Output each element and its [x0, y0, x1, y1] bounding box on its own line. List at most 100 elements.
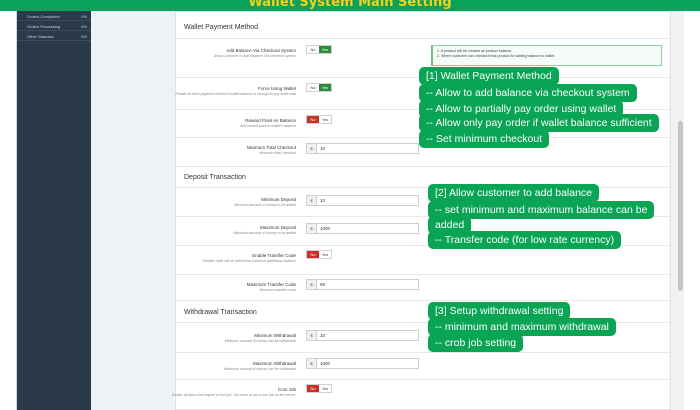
sidebar-item-other-statuses[interactable]: Other Statuses 0%: [17, 32, 91, 41]
min-withdrawal-label-group: Minimum Withdrawal Minimum amount of mon…: [146, 333, 296, 343]
sidebar-item-label: Orders Completed: [27, 13, 60, 19]
transfer-code-toggle[interactable]: No Yes: [306, 250, 332, 259]
field-description: Maximum transfer code: [259, 288, 296, 292]
field-label: Maximum Transfer Code: [246, 282, 296, 287]
callout-wallet-line: -- Set minimum checkout: [419, 130, 550, 148]
force-wallet-label-group: Force Using Wallet Enable all other paym…: [146, 86, 296, 96]
field-label: Enable Transfer Code: [252, 253, 296, 258]
field-description: Minimum amount of money to be added: [234, 203, 296, 207]
toggle-yes[interactable]: Yes: [319, 46, 331, 53]
field-description: Minimum total checkout: [259, 151, 296, 155]
toggle-no[interactable]: No: [307, 84, 319, 91]
min-withdrawal-input[interactable]: $ 10: [306, 330, 419, 341]
divider: [176, 352, 670, 353]
field-label: Minimum Deposit: [261, 197, 296, 202]
divider: [176, 216, 670, 217]
max-transfer-label-group: Maximum Transfer Code Maximum transfer c…: [146, 282, 296, 292]
max-withdrawal-input[interactable]: $ 1000: [306, 358, 419, 369]
input-value[interactable]: 1000: [320, 361, 331, 366]
currency-prefix: $: [307, 280, 317, 289]
callout-withdrawal-line: -- crob job setting: [428, 334, 524, 352]
divider: [176, 166, 670, 167]
divider: [176, 379, 670, 380]
currency-prefix: $: [307, 331, 317, 340]
sidebar-item-orders-processing[interactable]: Orders Processing 0%: [17, 22, 91, 31]
reward-point-label-group: Reward Point As Balance Add reward point…: [146, 118, 296, 128]
divider: [176, 38, 670, 39]
banner-title: Wallet System Main Setting: [248, 0, 452, 10]
min-deposit-label-group: Minimum Deposit Minimum amount of money …: [146, 197, 296, 207]
callout-withdrawal-title: [3] Setup withdrawal setting: [428, 302, 571, 320]
page-scrollbar[interactable]: [677, 11, 684, 410]
field-label: Minimum Withdrawal: [254, 333, 296, 338]
min-deposit-input[interactable]: $ 10: [306, 195, 419, 206]
max-deposit-label-group: Maximum Deposit Maximum amount of money …: [146, 225, 296, 235]
scroll-thumb[interactable]: [678, 121, 683, 291]
sidebar-item-count: 0%: [81, 33, 87, 39]
callout-deposit-line: -- set minimum and maximum balance can b…: [428, 201, 655, 219]
currency-prefix: $: [307, 196, 317, 205]
callout-wallet-line: -- Allow to partially pay order using wa…: [419, 100, 624, 118]
toggle-no[interactable]: No: [307, 251, 319, 258]
callout-deposit-line: -- Transfer code (for low rate currency): [428, 231, 622, 249]
field-label: Minimum Total Checkout: [246, 145, 296, 150]
sidebar-item-label: Other Statuses: [27, 33, 54, 39]
section-title-deposit: Deposit Transaction: [184, 174, 246, 181]
toggle-no[interactable]: No: [307, 46, 319, 53]
currency-prefix: $: [307, 144, 317, 153]
sidebar: Orders Completed 0% Orders Processing 0%…: [17, 11, 91, 410]
field-label: Add Balance Via Checkout System: [226, 48, 296, 53]
section-title-withdrawal: Withdrawal Transaction: [184, 309, 257, 316]
toggle-yes[interactable]: Yes: [319, 385, 331, 392]
divider: [176, 245, 670, 246]
callout-deposit-line: added: [428, 216, 472, 234]
divider: [176, 274, 670, 275]
field-description: Maximum amount of money can be withdrawa…: [223, 367, 296, 371]
input-value[interactable]: 99: [320, 282, 326, 287]
divider: [176, 187, 670, 188]
currency-prefix: $: [307, 359, 317, 368]
max-transfer-input[interactable]: $ 99: [306, 279, 419, 290]
field-description: Add reward point to wallet's balance: [240, 124, 296, 128]
callout-deposit-title: [2] Allow customer to add balance: [428, 184, 600, 202]
divider: [176, 322, 670, 323]
callout-withdrawal-line: -- minimum and maximum withdrawal: [428, 318, 616, 336]
notice-line: 2. Where customer can checkout that prod…: [437, 54, 556, 58]
info-notice: 1. A product will be created as product …: [431, 45, 662, 66]
field-label: Force Using Wallet: [258, 86, 296, 91]
callout-wallet-title: [1] Wallet Payment Method: [419, 67, 559, 85]
field-description: Enable all tasks that require a cron job…: [171, 393, 296, 397]
cron-job-toggle[interactable]: No Yes: [306, 384, 332, 393]
field-label: Maximum Withdrawal: [252, 361, 296, 366]
min-checkout-input[interactable]: $ 10: [306, 143, 419, 154]
field-description: Maximum amount of money to be added: [233, 231, 296, 235]
input-value[interactable]: 10: [320, 198, 326, 203]
max-withdrawal-label-group: Maximum Withdrawal Maximum amount of mon…: [146, 361, 296, 371]
field-description: Transfer code will be hold when customer…: [201, 259, 296, 263]
toggle-no[interactable]: No: [307, 116, 319, 123]
cron-job-label-group: Cron Job Enable all tasks that require a…: [146, 387, 296, 397]
input-value[interactable]: 10: [320, 333, 326, 338]
sidebar-item-label: Orders Processing: [27, 23, 61, 29]
toggle-yes[interactable]: Yes: [319, 116, 331, 123]
sidebar-item-count: 0%: [81, 13, 87, 19]
reward-point-toggle[interactable]: No Yes: [306, 115, 332, 124]
callout-wallet-line: -- Allow only pay order if wallet balanc…: [419, 114, 659, 132]
max-deposit-input[interactable]: $ 1000: [306, 223, 419, 234]
currency-prefix: $: [307, 224, 317, 233]
sidebar-item-orders-completed[interactable]: Orders Completed 0%: [17, 12, 91, 21]
input-value[interactable]: 1000: [320, 226, 331, 231]
min-checkout-label-group: Minimum Total Checkout Minimum total che…: [146, 145, 296, 155]
force-wallet-toggle[interactable]: No Yes: [306, 83, 332, 92]
field-description: Allow Customer to Add Balance Via checko…: [213, 54, 296, 58]
add-balance-toggle[interactable]: No Yes: [306, 45, 332, 54]
sidebar-item-count: 0%: [81, 23, 87, 29]
toggle-yes[interactable]: Yes: [319, 84, 331, 91]
toggle-no[interactable]: No: [307, 385, 319, 392]
input-value[interactable]: 10: [320, 146, 326, 151]
field-description: Minimum amount of money can be withdrawa…: [224, 339, 296, 343]
toggle-yes[interactable]: Yes: [319, 251, 331, 258]
transfer-code-label-group: Enable Transfer Code Transfer code will …: [146, 253, 296, 263]
field-label: Reward Point As Balance: [245, 118, 296, 123]
field-label: Cron Job: [277, 387, 296, 392]
